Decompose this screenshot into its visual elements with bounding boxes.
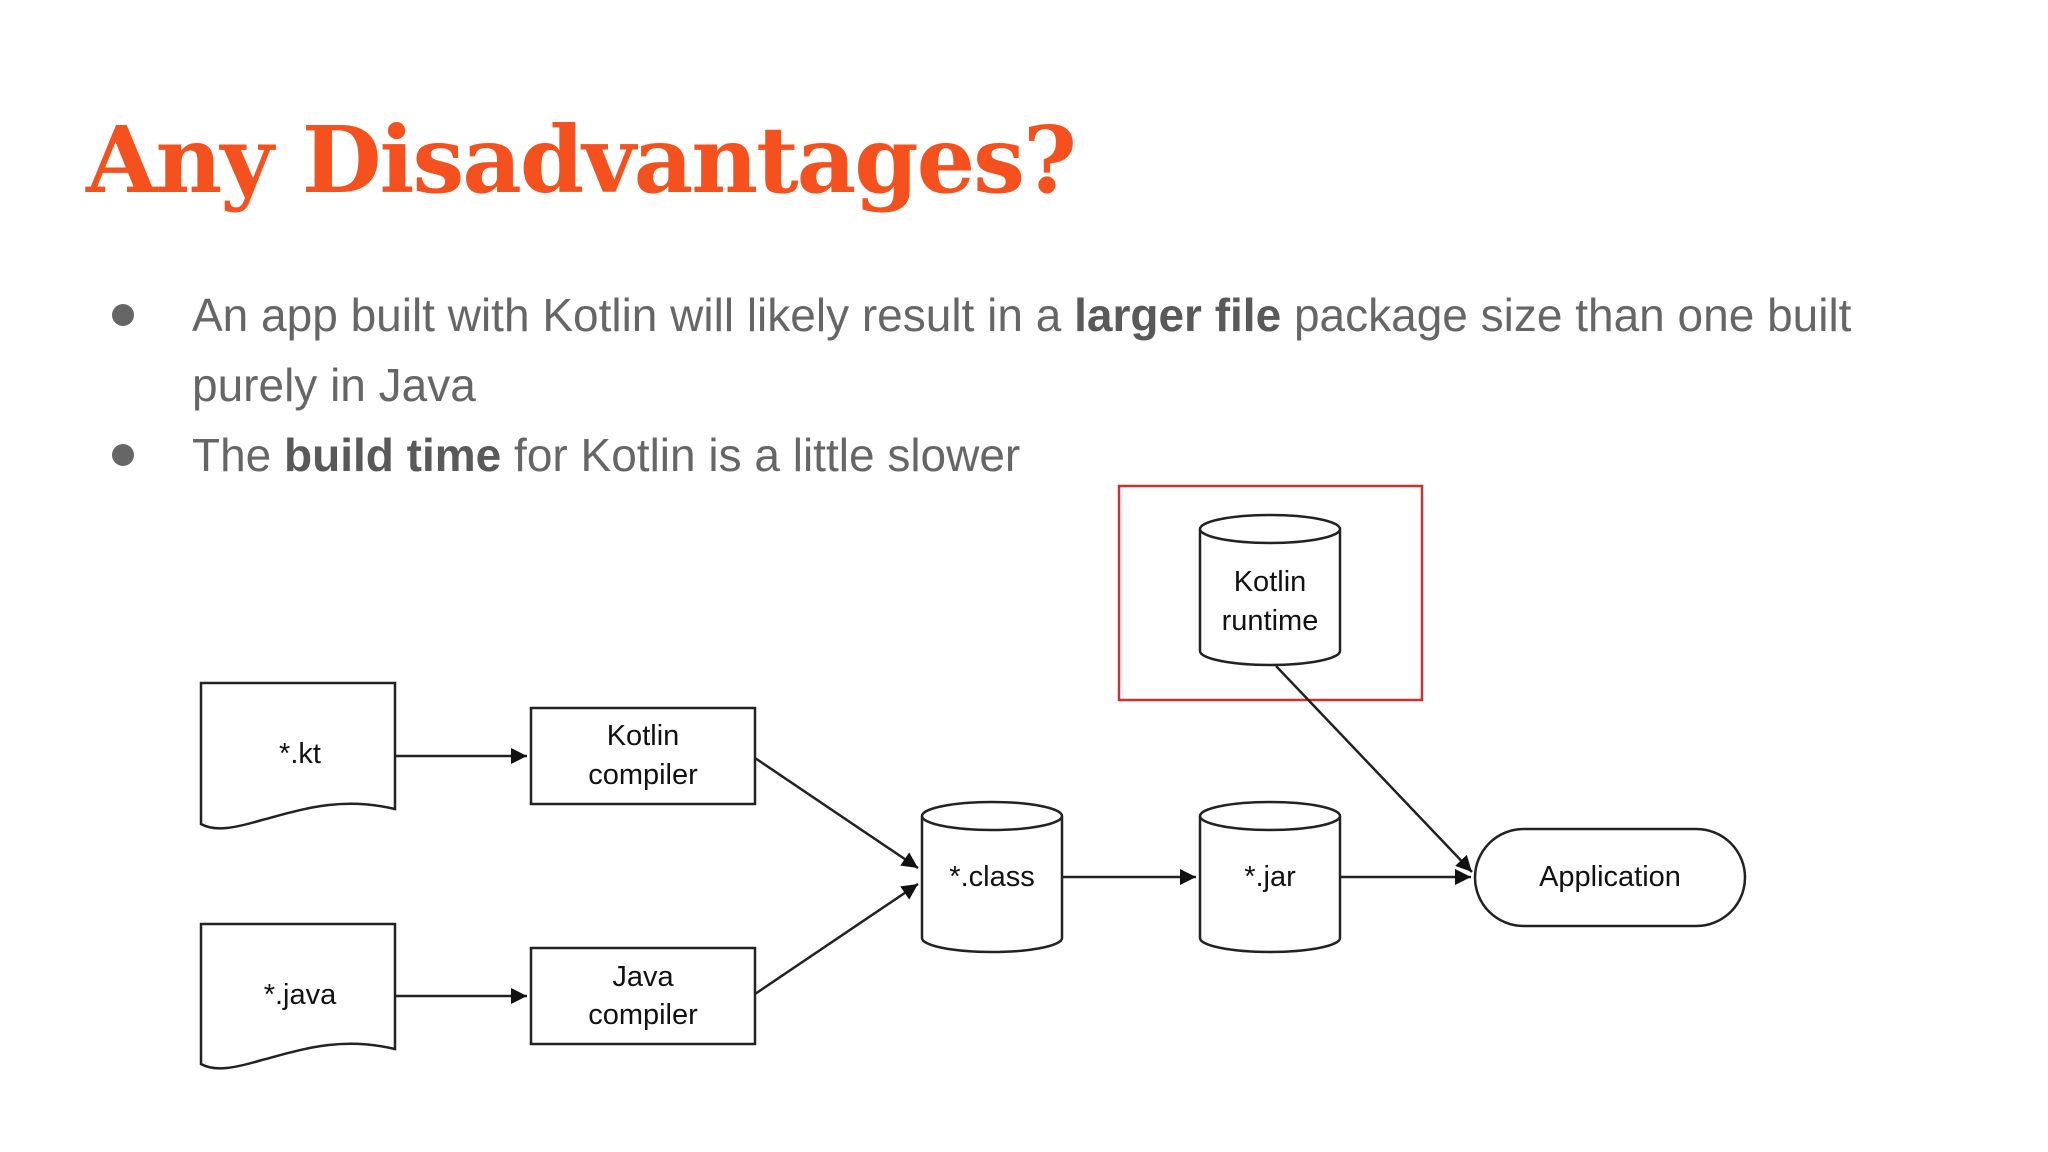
java-file-node: *.java — [199, 922, 397, 1070]
arrow-kotlin-compiler-to-class — [754, 756, 919, 870]
java-compiler-label-line1: Java — [612, 961, 674, 993]
bullet-item: An app built with Kotlin will likely res… — [108, 280, 1988, 420]
kotlin-runtime-label-line1: Kotlin — [1234, 566, 1307, 598]
class-store-label: *.class — [949, 861, 1034, 893]
application-node: Application — [1473, 827, 1747, 928]
bullet-dot-icon — [112, 444, 134, 466]
kotlin-compiler-node: Kotlin compiler — [529, 706, 757, 806]
bullet-emphasis: larger file — [1074, 289, 1282, 341]
kotlin-runtime-node: Kotlin runtime — [1198, 513, 1342, 667]
arrow-runtime-to-application — [1275, 665, 1473, 873]
bullet-list: An app built with Kotlin will likely res… — [108, 280, 1988, 490]
kotlin-compiler-label-line1: Kotlin — [607, 720, 680, 752]
slide-title: Any Disadvantages? — [86, 106, 1077, 214]
kotlin-compiler-label-line2: compiler — [588, 759, 698, 791]
java-file-label: *.java — [264, 979, 337, 1011]
bullet-dot-icon — [112, 304, 134, 326]
bullet-emphasis: build time — [284, 429, 502, 481]
bullet-text: package size than one built purely in Ja… — [192, 289, 1852, 411]
bullet-text: The — [192, 429, 285, 481]
jar-store-node: *.jar — [1198, 800, 1342, 954]
bullet-text: An app built with Kotlin will likely res… — [192, 289, 1075, 341]
class-store-node: *.class — [920, 800, 1064, 954]
java-compiler-node: Java compiler — [529, 946, 757, 1046]
java-compiler-label-line2: compiler — [588, 999, 698, 1031]
bullet-text: for Kotlin is a little slower — [501, 429, 1021, 481]
jar-store-label: *.jar — [1244, 861, 1296, 893]
arrow-java-compiler-to-class — [754, 882, 919, 996]
application-label: Application — [1539, 861, 1681, 893]
highlight-box — [1117, 484, 1424, 702]
kt-file-label: *.kt — [279, 738, 321, 770]
bullet-item: The build time for Kotlin is a little sl… — [108, 420, 1988, 490]
kt-file-node: *.kt — [199, 681, 397, 830]
kotlin-runtime-label-line2: runtime — [1222, 605, 1319, 637]
